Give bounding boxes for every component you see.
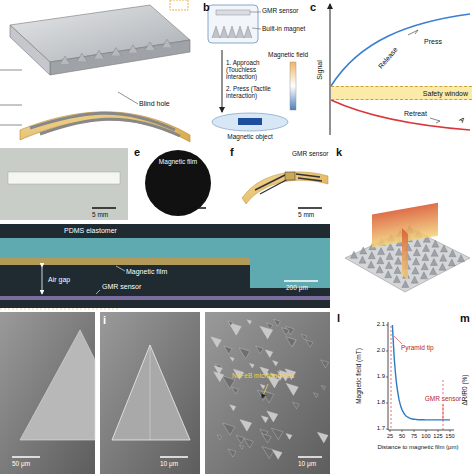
tick-label: 50 <box>399 433 405 439</box>
panel-letter: m <box>460 312 470 324</box>
scale-label: 5 mm <box>92 211 108 218</box>
part-label: Built-in magnet <box>262 25 305 32</box>
panel-letter: i <box>103 314 106 326</box>
tick-label: 1.7 <box>377 425 385 432</box>
curve-label: Press <box>424 38 442 46</box>
axis-label: ΔR/R0 (%) <box>461 374 468 405</box>
layer-label: Air gap <box>48 276 70 284</box>
step-label: 1. Approach (Touchless interaction) <box>226 60 286 81</box>
safety-band: Safety window <box>331 86 472 100</box>
layer-label: GMR sensor <box>102 283 141 291</box>
panel-letter: f <box>230 146 234 158</box>
tick-label: 100 <box>421 433 430 439</box>
image-label: Magnetic film <box>159 158 197 165</box>
tick-label: 75 <box>411 433 417 439</box>
part-label: Blind hole <box>139 100 170 108</box>
panel-letter: e <box>134 146 140 158</box>
axis-label: Magnetic field <box>268 51 308 58</box>
step-label: 2. Press (Tactile interaction) <box>226 86 286 100</box>
tick-label: 1.8 <box>377 399 385 406</box>
image-label: NdFeB microparticles <box>232 372 294 379</box>
marker-label: GMR sensor <box>424 395 462 402</box>
tick-label: 25 <box>387 433 393 439</box>
axis-label: Signal <box>316 60 324 79</box>
tick-label: 2.1 <box>377 321 385 328</box>
scale-label: 50 μm <box>12 460 30 467</box>
curve-label: Retreat <box>404 110 427 118</box>
image-label: GMR sensor <box>292 150 328 157</box>
part-label: GMR sensor <box>262 7 298 14</box>
panel-letter: b <box>203 1 210 13</box>
band-label: Safety window <box>423 90 468 97</box>
panel-letter: l <box>337 312 340 324</box>
layer-label: Magnetic film <box>126 268 167 276</box>
scale-label: 200 μm <box>286 284 308 291</box>
scale-label: 10 μm <box>160 460 178 467</box>
layer-label: PDMS elastomer <box>64 227 117 235</box>
panel-letter: c <box>310 1 316 13</box>
tick-label: 150 <box>445 433 454 439</box>
scale-label: 5 mm <box>298 211 314 218</box>
axis-label: Distance to magnetic film (μm) <box>377 444 458 451</box>
panel-letter: k <box>336 146 342 158</box>
curve-label: A <box>458 116 467 125</box>
curve-label: Release <box>377 46 399 71</box>
scale-label: 10 μm <box>298 460 316 467</box>
axis-label: Magnetic field (mT) <box>355 348 362 404</box>
part-label: Magnetic object <box>227 133 273 140</box>
tick-label: 2.0 <box>377 347 385 354</box>
marker-label: Pyramid tip <box>400 344 435 351</box>
tick-label: 125 <box>433 433 442 439</box>
tick-label: 1.9 <box>377 373 385 380</box>
